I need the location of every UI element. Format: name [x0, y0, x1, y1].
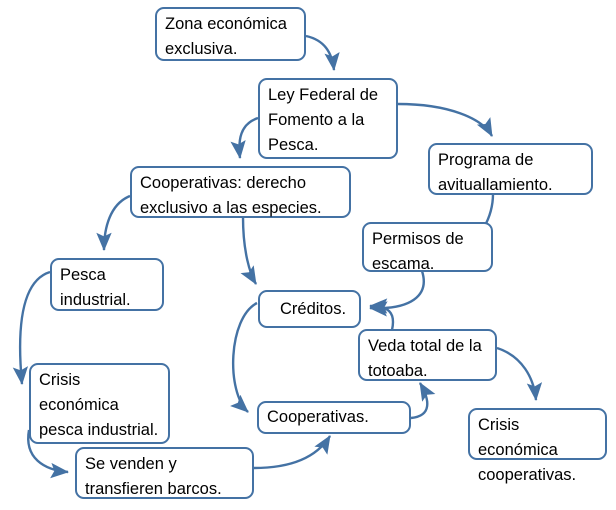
node-label: Cooperativas: derecho exclusivo a las es…: [140, 174, 322, 217]
node-ley-federal-fomento-pesca[interactable]: Ley Federal de Fomento a la Pesca.: [258, 78, 398, 159]
node-zona-economica-exclusiva[interactable]: Zona económica exclusiva.: [155, 7, 306, 61]
node-label: Ley Federal de Fomento a la Pesca.: [268, 86, 379, 154]
edge-cooperativas-to-veda: [410, 382, 436, 420]
node-label: Veda total de la totoaba.: [368, 337, 482, 380]
node-label: Cooperativas.: [267, 408, 369, 426]
node-permisos-escama[interactable]: Permisos de escama.: [362, 222, 493, 273]
node-label: Permisos de escama.: [372, 230, 464, 273]
node-se-venden-transfieren-barcos[interactable]: Se venden y transfieren barcos.: [75, 447, 254, 499]
node-veda-total-totoaba[interactable]: Veda total de la totoaba.: [358, 329, 497, 381]
edge-coop-derecho-to-creditos: [240, 216, 258, 285]
edge-se-venden-to-cooperativas: [253, 435, 332, 470]
edge-ley-to-programa: [397, 102, 494, 137]
node-label: Crisis económica pesca industrial.: [39, 371, 159, 439]
node-crisis-economica-cooperativas[interactable]: Crisis económica cooperativas.: [468, 408, 607, 484]
edge-zona-to-ley: [305, 34, 340, 71]
node-programa-avituallamiento[interactable]: Programa de avituallamiento.: [428, 143, 593, 195]
node-label: Crisis económica cooperativas.: [478, 416, 577, 484]
node-cooperativas[interactable]: Cooperativas.: [257, 401, 411, 434]
node-creditos[interactable]: Créditos.: [258, 290, 361, 328]
node-cooperativas-derecho-exclusivo[interactable]: Cooperativas: derecho exclusivo a las es…: [130, 166, 351, 218]
node-crisis-economica-pesca-industrial[interactable]: Crisis económica pesca industrial.: [29, 363, 170, 444]
edge-ley-to-coop-derecho: [230, 116, 259, 159]
node-label: Zona económica exclusiva.: [165, 15, 287, 58]
edge-creditos-to-cooperativas: [230, 301, 258, 413]
node-label: Pesca industrial.: [60, 266, 131, 309]
edge-veda-to-creditos: [369, 298, 395, 331]
node-label: Se venden y transfieren barcos.: [85, 455, 222, 498]
node-label: Programa de avituallamiento.: [438, 151, 553, 194]
edge-coop-derecho-to-pesca-ind: [96, 194, 131, 251]
edge-veda-to-crisis-coop: [496, 346, 543, 401]
node-label: Créditos.: [280, 299, 347, 318]
node-pesca-industrial[interactable]: Pesca industrial.: [50, 258, 164, 311]
